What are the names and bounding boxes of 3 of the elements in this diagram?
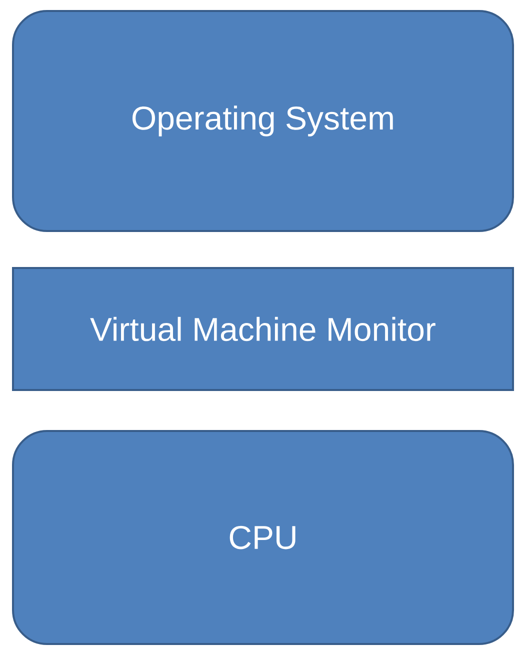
rectangle-box: Virtual Machine Monitor (12, 267, 514, 391)
rounded-box: CPU (12, 430, 514, 645)
rounded-box: Operating System (12, 10, 514, 232)
